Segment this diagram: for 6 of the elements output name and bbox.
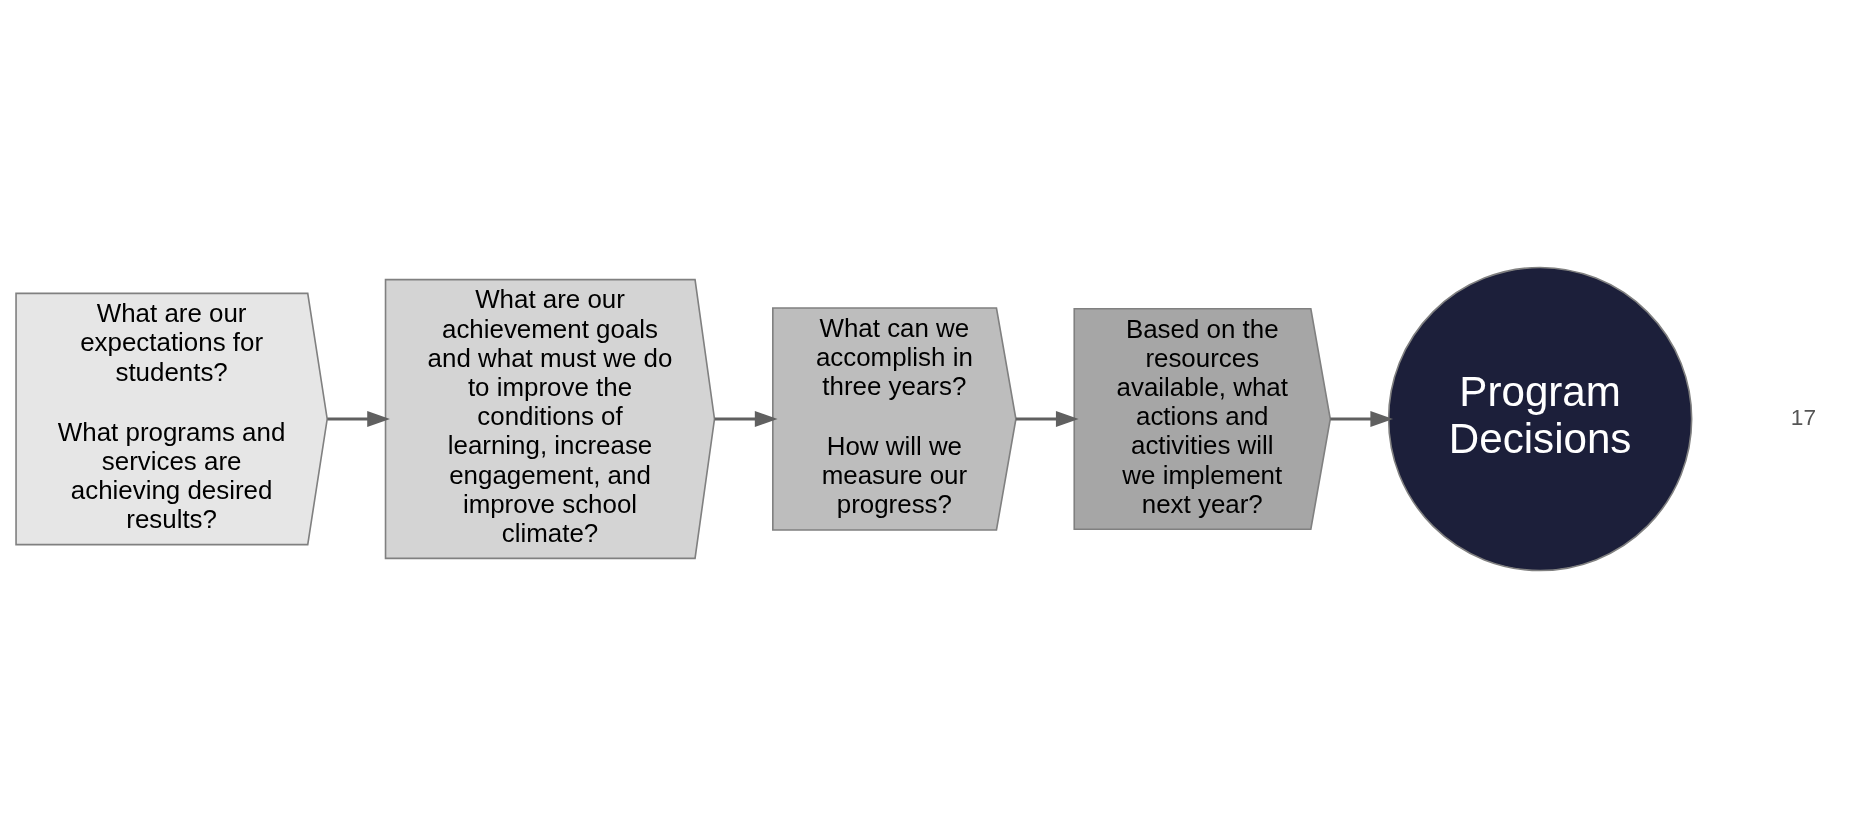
- node-circle: Program Decisions: [1387, 266, 1693, 572]
- arrow: [327, 411, 390, 427]
- arrow: [1015, 411, 1079, 427]
- label: 17: [1790, 404, 1817, 430]
- arrow: [714, 411, 778, 427]
- arrow: [1330, 411, 1394, 427]
